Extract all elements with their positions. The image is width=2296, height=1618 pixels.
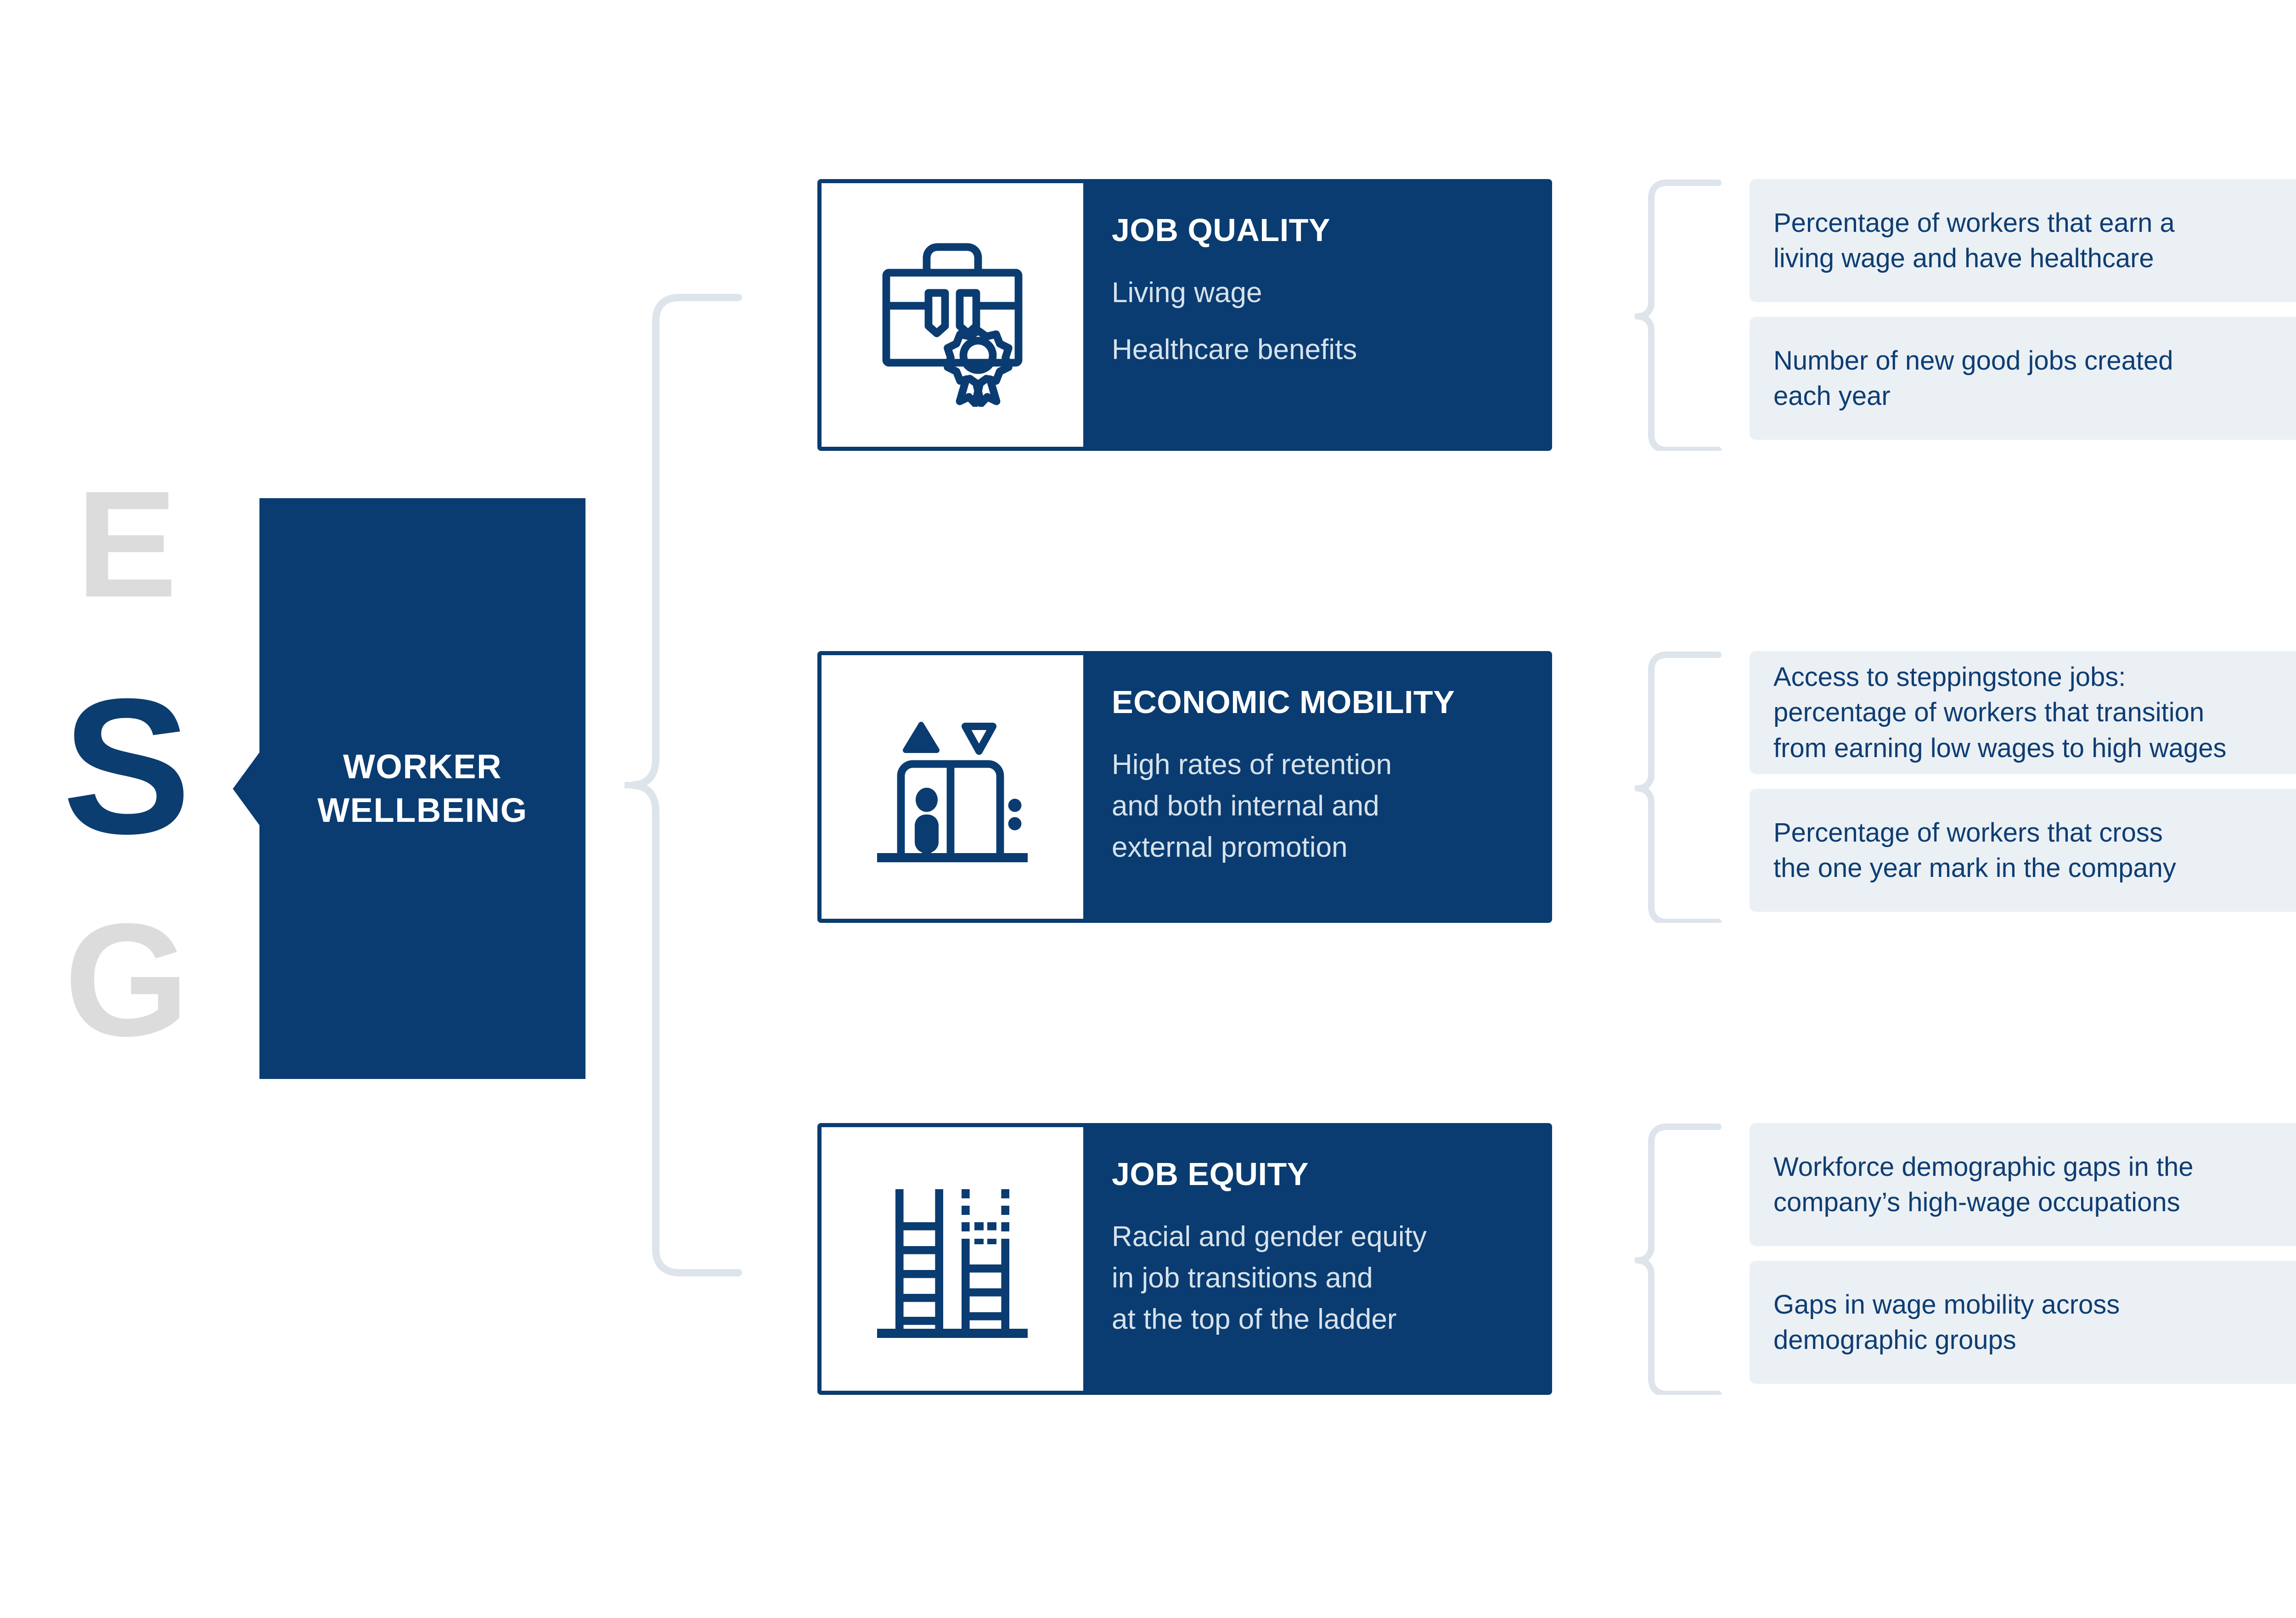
hub-title-line-1: WORKER [343,747,502,786]
elevator-icon [877,722,1028,862]
esg-letter-g: G [64,890,189,1070]
metric-line: Gaps in wage mobility across [1773,1289,2120,1320]
metric-line: percentage of workers that transition [1773,697,2205,728]
card-to-metrics-brace-economic-mobility [1632,651,1722,925]
metric-line: Workforce demographic gaps in the [1773,1152,2194,1182]
metric-line: each year [1773,381,1891,411]
card-body: ECONOMIC MOBILITY High rates of retentio… [1083,655,1548,919]
brace-svg [1632,180,1722,453]
metric-line: from earning low wages to high wages [1773,733,2227,763]
card-description: Racial and gender equity in job transiti… [1112,1218,1526,1339]
metric-text: Percentage of workers that cross the one… [1773,815,2176,886]
hub-title-line-2: WELLBEING [317,791,528,829]
metric-text: Gaps in wage mobility across demographic… [1773,1287,2120,1358]
metrics-group-job-quality: Percentage of workers that earn a living… [1750,179,2296,451]
hub-arrow-notch [233,751,260,826]
esg-letter-e: E [76,459,177,629]
metric-text: Workforce demographic gaps in the compan… [1773,1149,2194,1220]
card-desc-line: Living wage [1112,276,1262,309]
metric-text: Percentage of workers that earn a living… [1773,205,2175,276]
card-to-metrics-brace-job-equity [1632,1123,1722,1397]
card-desc-line: at the top of the ladder [1112,1303,1397,1336]
metric-line: Access to steppingstone jobs: [1773,662,2126,692]
metric-line: demographic groups [1773,1325,2016,1355]
ladders-icon [877,1189,1028,1338]
metric-line: living wage and have healthcare [1773,243,2154,273]
metric-box[interactable]: Workforce demographic gaps in the compan… [1750,1123,2296,1246]
card-icon-panel [822,655,1083,919]
card-desc-line: external promotion [1112,831,1348,864]
card-desc-line: Racial and gender equity [1112,1220,1427,1253]
metric-text: Access to steppingstone jobs: percentage… [1773,659,2227,765]
metric-box[interactable]: Percentage of workers that cross the one… [1750,789,2296,912]
card[interactable]: ECONOMIC MOBILITY High rates of retentio… [817,651,1552,923]
metric-line: Percentage of workers that earn a [1773,208,2175,238]
worker-wellbeing-hub: WORKER WELLBEING [233,498,585,1079]
brace-svg [1632,652,1722,925]
metric-box[interactable]: Percentage of workers that earn a living… [1750,179,2296,302]
pillar-card-economic-mobility[interactable]: ECONOMIC MOBILITY High rates of retentio… [817,651,1552,923]
metric-box[interactable]: Access to steppingstone jobs: percentage… [1750,651,2296,774]
card-body: JOB EQUITY Racial and gender equity in j… [1083,1127,1548,1391]
card-description: Living wage Healthcare benefits [1112,274,1526,369]
metric-line: Number of new good jobs created [1773,345,2173,376]
card-icon-panel [822,183,1083,447]
hub-title: WORKER WELLBEING [317,745,527,832]
esg-letter-s: S [62,659,191,874]
metric-line: company’s high-wage occupations [1773,1187,2180,1217]
briefcase-award-icon [882,243,1023,407]
card-body: JOB QUALITY Living wage Healthcare benef… [1083,183,1548,447]
card[interactable]: JOB EQUITY Racial and gender equity in j… [817,1123,1552,1395]
metric-line: Percentage of workers that cross [1773,817,2163,848]
hub-to-cards-brace [621,294,744,1295]
metrics-group-job-equity: Workforce demographic gaps in the compan… [1750,1123,2296,1395]
card-to-metrics-brace-job-quality [1632,179,1722,453]
card-desc-line: in job transitions and [1112,1262,1373,1294]
esg-letters: E S G [51,468,202,1079]
brace-svg [1632,1124,1722,1397]
card-description: High rates of retention and both interna… [1112,746,1526,867]
pillar-card-job-equity[interactable]: JOB EQUITY Racial and gender equity in j… [817,1123,1552,1395]
metric-text: Number of new good jobs created each yea… [1773,343,2173,414]
card[interactable]: JOB QUALITY Living wage Healthcare benef… [817,179,1552,451]
metric-box[interactable]: Number of new good jobs created each yea… [1750,317,2296,440]
card-desc-line: and both internal and [1112,790,1379,822]
card-desc-line: Healthcare benefits [1112,333,1357,365]
metric-box[interactable]: Gaps in wage mobility across demographic… [1750,1261,2296,1384]
metric-line: the one year mark in the company [1773,853,2176,883]
metrics-group-economic-mobility: Access to steppingstone jobs: percentage… [1750,651,2296,923]
brace-svg [621,294,742,1276]
card-title: ECONOMIC MOBILITY [1112,684,1455,720]
card-icon-panel [822,1127,1083,1391]
card-title: JOB EQUITY [1112,1156,1309,1192]
card-title: JOB QUALITY [1112,212,1331,248]
pillar-card-job-quality[interactable]: JOB QUALITY Living wage Healthcare benef… [817,179,1552,451]
card-desc-line: High rates of retention [1112,748,1392,781]
